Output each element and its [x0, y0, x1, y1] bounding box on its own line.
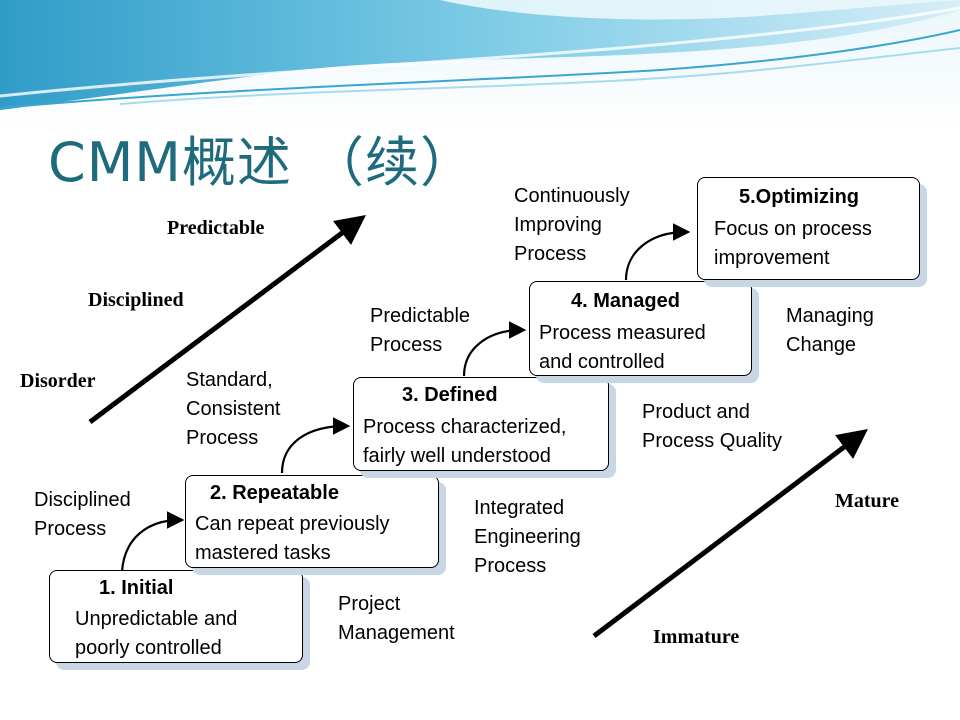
page-title: CMM概述 （续） [48, 131, 476, 194]
step-arrow-3-4 [462, 321, 527, 377]
step-arrow-4-5 [624, 223, 691, 281]
maturity-arrow-right [592, 428, 868, 638]
scale-label-immature: Immature [653, 626, 740, 648]
level-heading: 3. Defined [402, 384, 498, 406]
scale-label-disorder: Disorder [20, 370, 96, 392]
level-heading: 2. Repeatable [210, 482, 339, 504]
scale-label-predictable: Predictable [167, 217, 265, 239]
maturity-arrow-left [88, 215, 366, 424]
level-heading: 5.Optimizing [739, 186, 859, 208]
step-arrow-1-2 [120, 511, 185, 573]
level-heading: 4. Managed [571, 290, 680, 312]
level-description: Process characterized,fairly well unders… [363, 416, 567, 467]
scale-label-mature: Mature [835, 490, 900, 512]
step-arrow-2-3 [280, 417, 351, 474]
scale-label-disciplined: Disciplined [88, 289, 184, 311]
level-heading: 1. Initial [99, 577, 174, 599]
level-box-defined: 3. Defined Process characterized,fairly … [353, 377, 609, 471]
header-wave-banner [0, 0, 960, 130]
